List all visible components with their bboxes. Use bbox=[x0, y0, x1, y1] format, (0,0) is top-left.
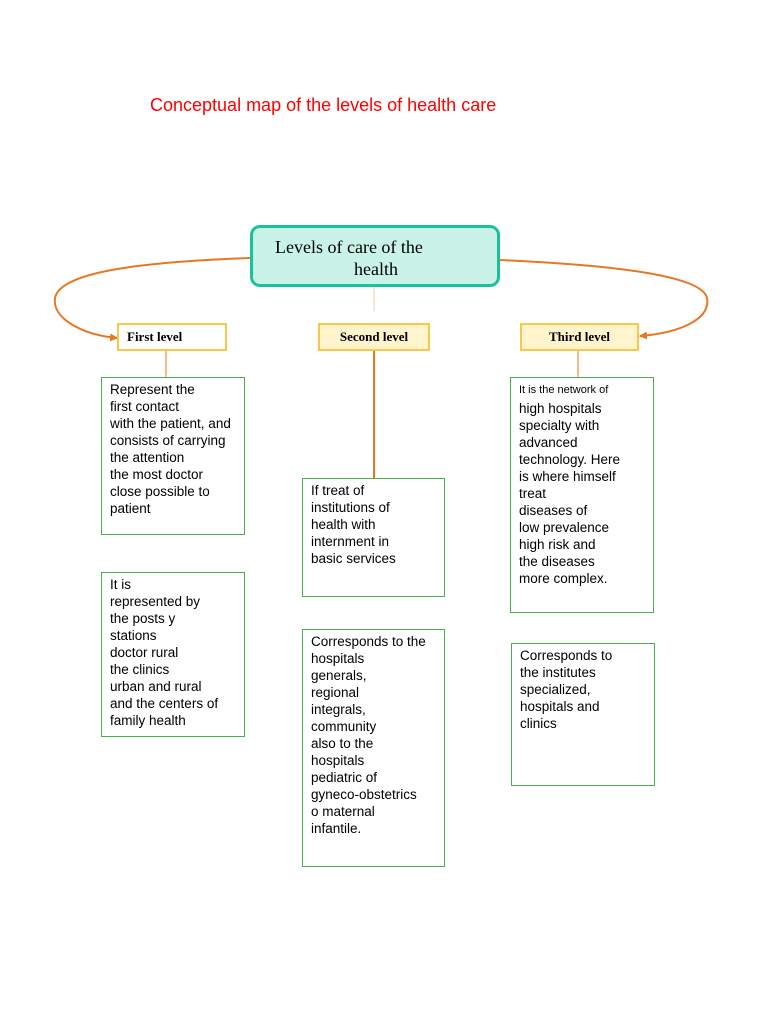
second-a-line-4: internment in bbox=[311, 534, 390, 549]
third-a-line-9: low prevalence bbox=[519, 520, 610, 535]
first-b-line-7: urban and rural bbox=[110, 679, 202, 694]
third-a-line-10: high risk and bbox=[519, 537, 596, 552]
second-b-line-6: community bbox=[311, 719, 377, 734]
second-b-line-5: integrals, bbox=[311, 702, 366, 717]
central-node: Levels of care of the health bbox=[250, 225, 500, 287]
second-level-providers-box: Corresponds to the hospitals generals, r… bbox=[302, 629, 445, 867]
third-a-line-11: the diseases bbox=[519, 554, 595, 569]
first-b-line-4: stations bbox=[110, 628, 157, 643]
third-a-line-5: technology. Here bbox=[519, 452, 621, 467]
first-a-line-4: consists of carrying bbox=[110, 433, 226, 448]
arrow-to-third-level bbox=[499, 259, 709, 340]
third-b-line-3: specialized, bbox=[520, 682, 591, 697]
central-line-2: health bbox=[354, 259, 398, 279]
first-a-line-1: Represent the bbox=[110, 382, 195, 397]
first-b-line-6: the clinics bbox=[110, 662, 170, 677]
second-b-line-1: Corresponds to the bbox=[311, 634, 426, 649]
second-a-line-2: institutions of bbox=[311, 500, 390, 515]
first-b-line-8: and the centers of bbox=[110, 696, 219, 711]
title-text: Conceptual map of the levels of health c… bbox=[150, 95, 497, 115]
first-level-providers-box: It is represented by the posts y station… bbox=[101, 572, 245, 737]
first-a-line-2: first contact bbox=[110, 399, 180, 414]
third-a-line-3: specialty with bbox=[519, 418, 600, 433]
second-b-line-3: generals, bbox=[311, 668, 367, 683]
third-a-line-1: It is the network of bbox=[519, 384, 609, 396]
second-b-line-9: pediatric of bbox=[311, 770, 378, 785]
second-b-line-8: hospitals bbox=[311, 753, 365, 768]
second-a-line-1: If treat of bbox=[311, 483, 365, 498]
second-a-line-5: basic services bbox=[311, 551, 396, 566]
third-b-line-5: clinics bbox=[520, 716, 557, 731]
third-level-providers-box: Corresponds to the institutes specialize… bbox=[511, 643, 655, 786]
third-b-line-4: hospitals and bbox=[520, 699, 600, 714]
second-b-line-7: also to the bbox=[311, 736, 374, 751]
second-b-line-4: regional bbox=[311, 685, 360, 700]
second-a-line-3: health with bbox=[311, 517, 376, 532]
third-a-line-2: high hospitals bbox=[519, 401, 602, 416]
third-a-line-6: is where himself bbox=[519, 469, 616, 484]
third-a-line-12: more complex. bbox=[519, 571, 608, 586]
third-b-line-2: the institutes bbox=[520, 665, 596, 680]
first-a-line-8: patient bbox=[110, 501, 151, 516]
second-b-line-10: gyneco-obstetrics bbox=[311, 787, 417, 802]
arrow-to-first-level bbox=[53, 257, 251, 342]
third-a-line-7: treat bbox=[519, 486, 547, 501]
first-a-line-6: the most doctor bbox=[110, 467, 204, 482]
third-level-description-box: It is the network of high hospitals spec… bbox=[510, 377, 654, 613]
first-a-line-7: close possible to bbox=[110, 484, 210, 499]
first-b-line-9: family health bbox=[110, 713, 186, 728]
first-b-line-3: the posts y bbox=[110, 611, 176, 626]
first-b-line-5: doctor rural bbox=[110, 645, 179, 660]
third-b-line-1: Corresponds to bbox=[520, 648, 613, 663]
second-level-description-box: If treat of institutions of health with … bbox=[302, 478, 445, 597]
central-line-1: Levels of care of the bbox=[275, 237, 423, 257]
third-level-node: Third level bbox=[520, 323, 639, 351]
first-b-line-1: It is bbox=[110, 577, 132, 592]
page-title: Conceptual map of the levels of health c… bbox=[143, 92, 663, 118]
second-level-node: Second level bbox=[318, 323, 430, 351]
first-a-line-5: the attention bbox=[110, 450, 185, 465]
first-level-node: First level bbox=[117, 323, 227, 351]
second-b-line-2: hospitals bbox=[311, 651, 365, 666]
first-level-description-box: Represent the first contact with the pat… bbox=[101, 377, 245, 535]
third-a-line-8: diseases of bbox=[519, 503, 588, 518]
first-b-line-2: represented by bbox=[110, 594, 201, 609]
second-b-line-11: o maternal bbox=[311, 804, 375, 819]
second-b-line-12: infantile. bbox=[311, 821, 362, 836]
first-a-line-3: with the patient, and bbox=[110, 416, 231, 431]
third-a-line-4: advanced bbox=[519, 435, 578, 450]
